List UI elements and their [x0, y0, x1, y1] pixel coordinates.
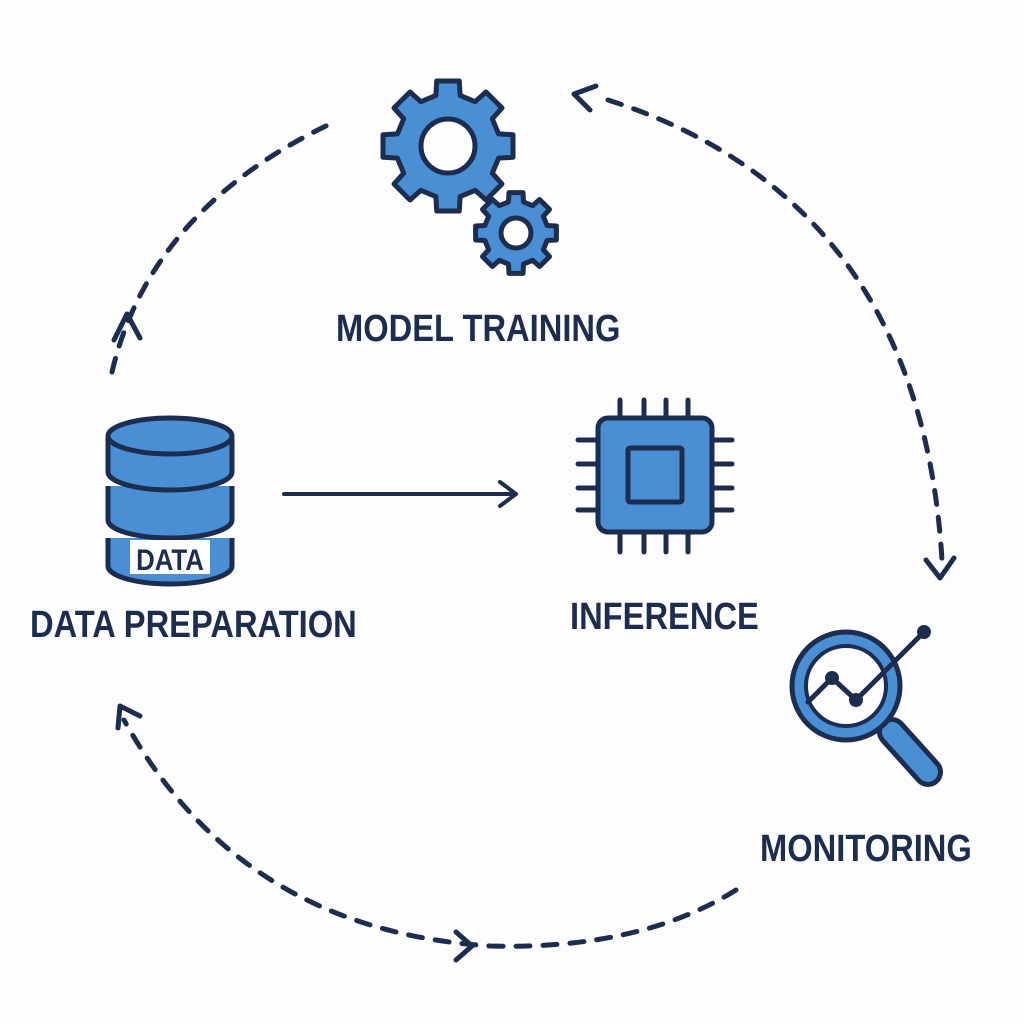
database-icon: DATA	[105, 415, 235, 587]
arrowhead-bottom-left	[115, 703, 143, 731]
stage-label-model-training: MODEL TRAINING	[336, 308, 621, 350]
arrowhead-down-right	[923, 555, 957, 581]
flow-arrowhead	[498, 480, 518, 508]
cycle-arrow-training-to-monitoring	[605, 97, 945, 563]
stage-label-data-preparation: DATA PREPARATION	[30, 604, 357, 646]
arrowhead-top-right	[571, 83, 599, 113]
cycle-arrow-data-to-training	[109, 121, 333, 375]
arrowhead-up-left	[111, 311, 143, 343]
gears-icon	[380, 78, 559, 276]
stage-label-inference: INFERENCE	[570, 596, 759, 638]
stage-label-monitoring: MONITORING	[760, 828, 972, 870]
chip-icon	[575, 397, 735, 555]
magnifier-chart-icon	[789, 625, 943, 787]
cycle-arrow-monitoring-to-data	[121, 717, 739, 949]
arrowhead-bottom-right	[453, 929, 475, 963]
database-icon-text: DATA	[136, 543, 204, 576]
